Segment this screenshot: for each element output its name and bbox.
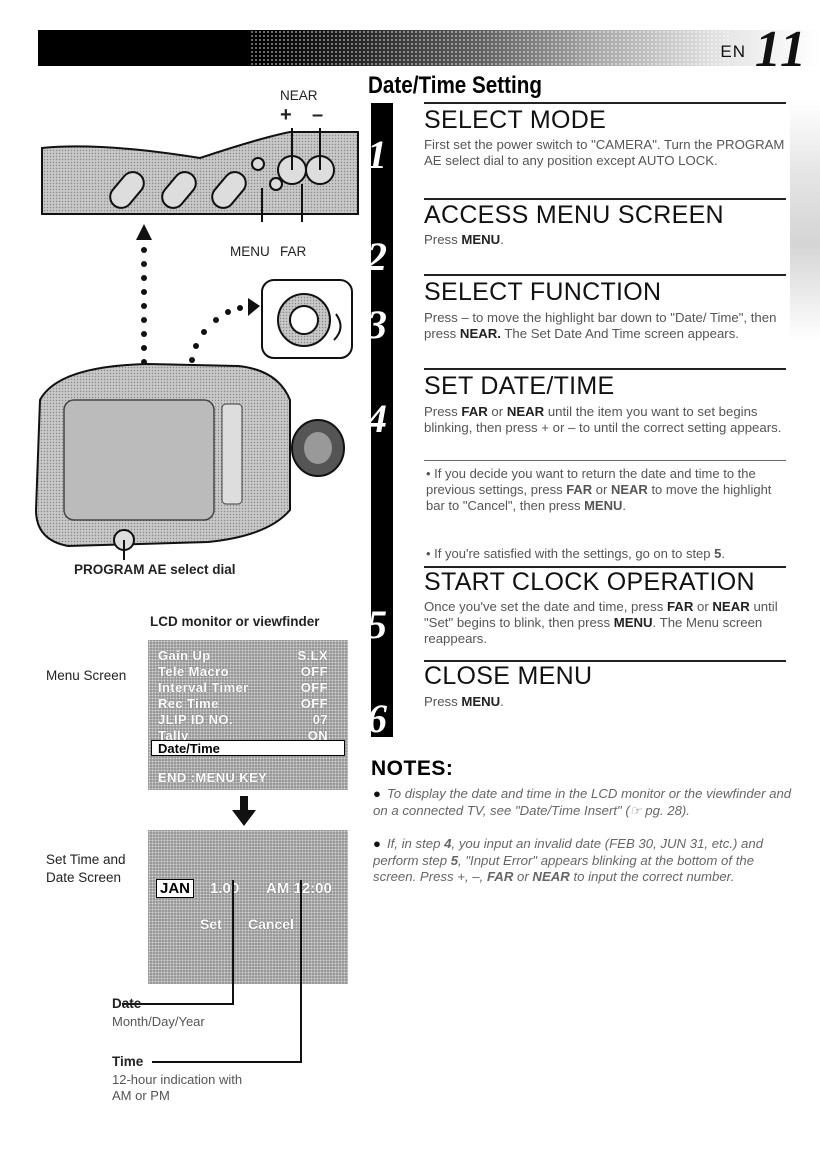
step-number-3: 3: [367, 302, 387, 347]
step-rule: [424, 368, 786, 370]
step-title-4: SET DATE/TIME: [424, 372, 615, 400]
step-subrule: [424, 460, 786, 461]
time-leader-h: [152, 1061, 302, 1063]
plus-label: +: [280, 104, 292, 126]
step-text-2: Press MENU.: [424, 232, 504, 247]
step-text-1: First set the power switch to "CAMERA". …: [424, 137, 785, 168]
language-code: EN: [720, 42, 746, 61]
step-rule: [424, 660, 786, 662]
set-time-label-2: Date Screen: [46, 870, 122, 885]
header-texture: [250, 30, 730, 66]
step-title-3: SELECT FUNCTION: [424, 278, 662, 306]
menu-footer: END :MENU KEY: [158, 770, 268, 785]
step-title-5: START CLOCK OPERATION: [424, 568, 755, 596]
cancel-option: Cancel: [248, 916, 294, 932]
step-number-1: 1: [367, 132, 387, 177]
time-leader-v: [300, 880, 302, 1062]
minus-label: –: [312, 104, 324, 126]
section-title: Date/Time Setting: [368, 72, 542, 99]
date-desc: Month/Day/Year: [112, 1014, 205, 1029]
step-4-bullet-2: • If you're satisfied with the settings,…: [426, 546, 725, 561]
month-field: JAN: [156, 879, 195, 898]
step-number-6: 6: [367, 696, 387, 741]
program-ae-label: PROGRAM AE select dial: [74, 562, 236, 577]
camcorder-body: [34, 362, 345, 560]
date-leader-v: [232, 880, 234, 1004]
step-rule: [424, 566, 786, 568]
menu-label: MENU: [230, 244, 270, 259]
step-number-5: 5: [367, 602, 387, 647]
step-title-2: ACCESS MENU SCREEN: [424, 201, 724, 229]
menu-highlight-row: Date/Time: [151, 740, 345, 756]
day-field: 1.00: [210, 880, 240, 897]
time-desc-2: AM or PM: [112, 1088, 170, 1103]
step-rule: [424, 198, 786, 200]
far-label: FAR: [280, 244, 307, 259]
dotted-arrow-path: [136, 224, 353, 379]
set-time-label-1: Set Time and: [46, 852, 126, 867]
step-number-2: 2: [367, 234, 387, 279]
step-title-1: SELECT MODE: [424, 106, 607, 134]
notes-heading: NOTES:: [371, 757, 454, 780]
step-text-3: Press – to move the highlight bar down t…: [424, 310, 777, 341]
camcorder-top-panel: [41, 128, 359, 222]
lcd-label: LCD monitor or viewfinder: [150, 614, 320, 629]
step-rule: [424, 274, 786, 276]
date-leader-h: [122, 1003, 234, 1005]
menu-row: JLIP ID NO.07: [158, 712, 328, 727]
note-2: ●If, in step 4, you input an invalid dat…: [373, 836, 764, 884]
note-1: ●To display the date and time in the LCD…: [373, 786, 792, 818]
step-rule: [424, 102, 786, 104]
time-label: Time: [112, 1054, 144, 1069]
step-text-5: Once you've set the date and time, press…: [424, 599, 778, 646]
step-title-6: CLOSE MENU: [424, 662, 593, 690]
step-number-4: 4: [367, 396, 387, 441]
step-text-6: Press MENU.: [424, 694, 504, 709]
date-label: Date: [112, 996, 142, 1011]
near-label: NEAR: [280, 88, 318, 103]
page-number: 11: [754, 21, 808, 78]
down-arrow-icon: [232, 796, 256, 826]
set-time-screen: JAN 1.00 AM 12:00 Set Cancel: [148, 830, 348, 984]
menu-screen-label: Menu Screen: [46, 668, 127, 683]
margin-texture: [790, 100, 820, 340]
step-text-4: Press FAR or NEAR until the item you wan…: [424, 404, 782, 435]
step-4-bullet-1: • If you decide you want to return the d…: [426, 466, 772, 513]
set-option: Set: [200, 916, 222, 932]
step-bar: 1 2 3 4 5 6: [367, 103, 393, 741]
time-desc-1: 12-hour indication with: [112, 1072, 243, 1087]
time-field: AM 12:00: [266, 880, 332, 897]
